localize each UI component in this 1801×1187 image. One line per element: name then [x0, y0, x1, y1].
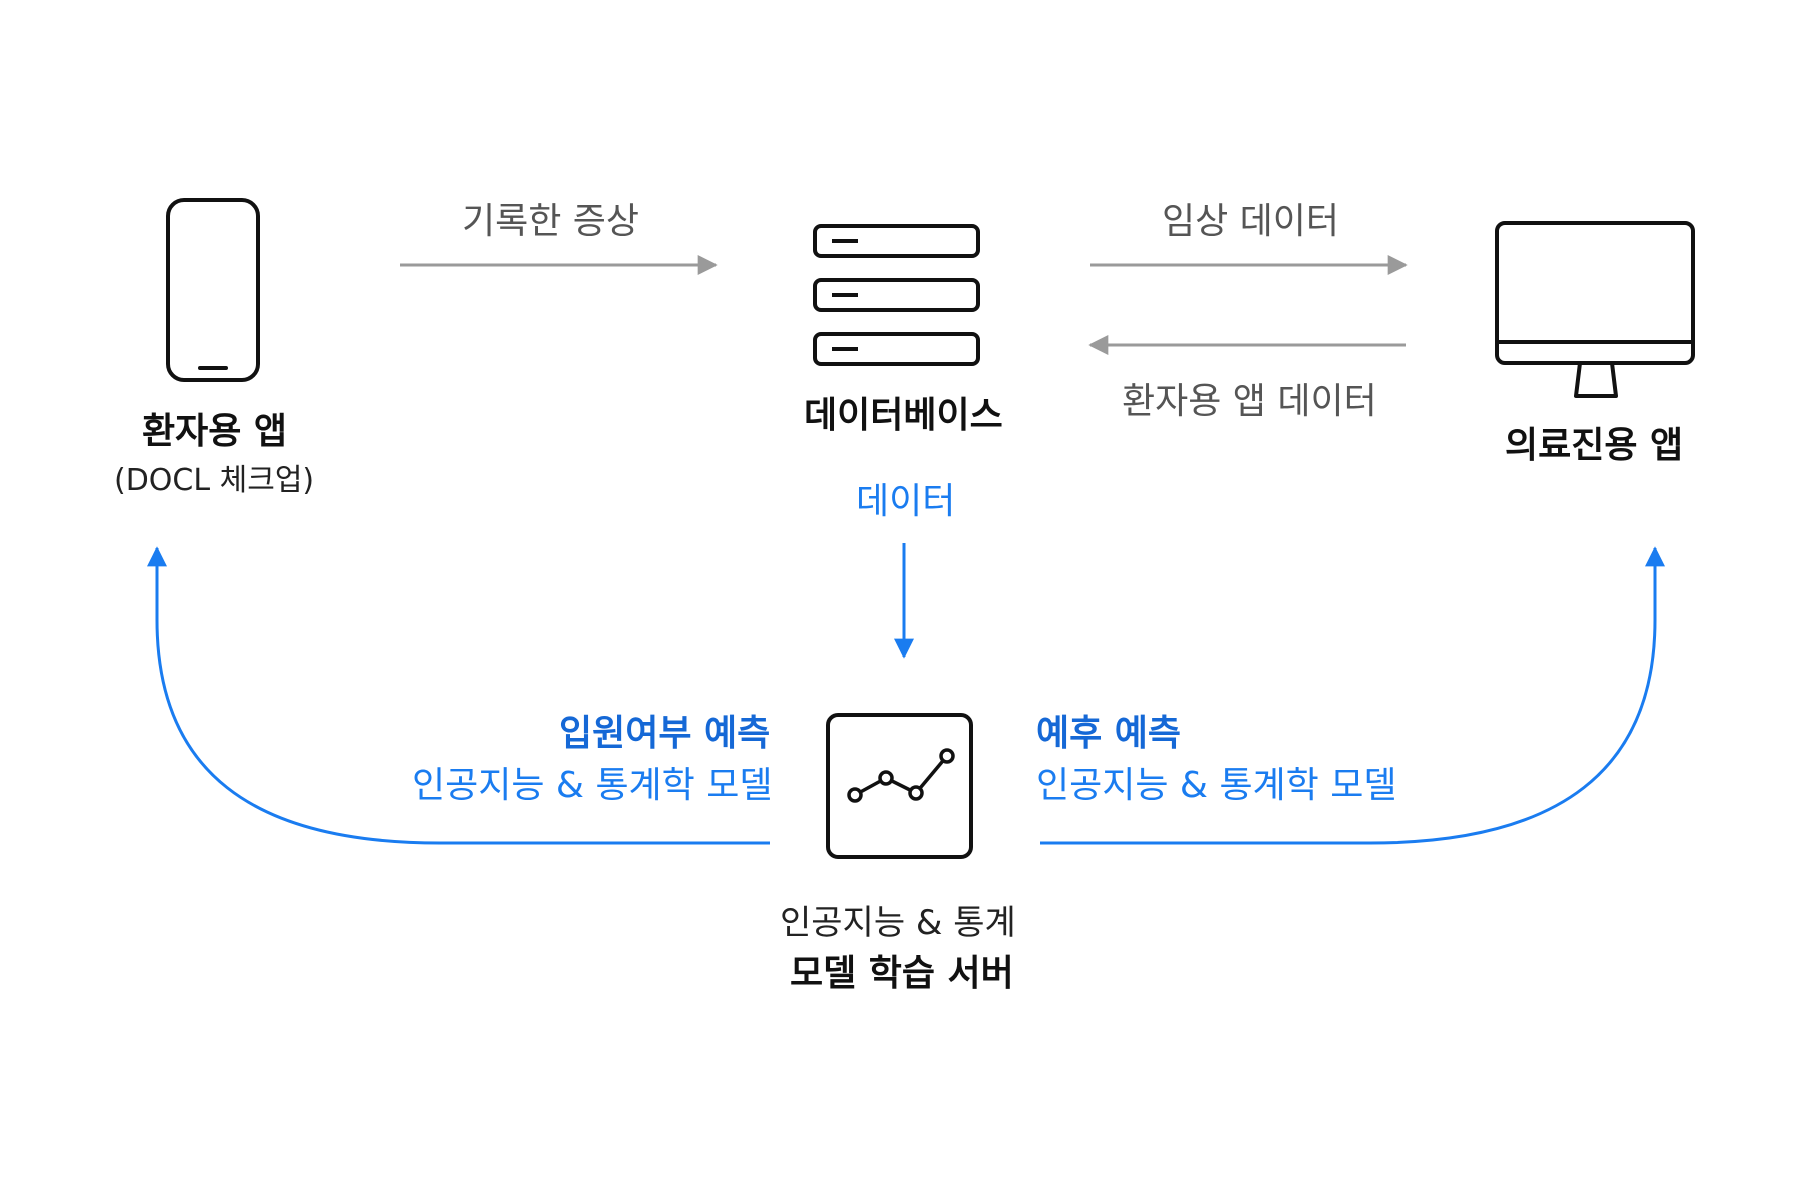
label-recorded-symptoms: 기록한 증상: [462, 201, 640, 242]
label-clinical-data: 임상 데이터: [1162, 201, 1340, 242]
server-title-line1: 인공지능 & 통계: [780, 903, 1016, 943]
label-patient-app-data: 환자용 앱 데이터: [1122, 381, 1377, 422]
medical-app-title: 의료진용 앱: [1505, 425, 1684, 466]
patient-app-title: 환자용 앱: [142, 411, 288, 452]
desktop-monitor-icon: [1495, 221, 1695, 398]
arrow-server-to-medical-app: [1040, 546, 1665, 845]
server-title-line2: 모델 학습 서버: [790, 953, 1014, 994]
label-admission-prediction: 입원여부 예측: [559, 713, 771, 754]
patient-app-subtitle: (DOCL 체크업): [114, 463, 315, 498]
smartphone-icon: [166, 198, 260, 382]
label-prognosis-model: 인공지능 & 통계학 모델: [1036, 765, 1397, 806]
label-prognosis-prediction: 예후 예측: [1036, 713, 1182, 754]
label-admission-model: 인공지능 & 통계학 모델: [412, 765, 773, 806]
label-data: 데이터: [856, 481, 956, 522]
database-server-icon: [813, 224, 980, 366]
arrow-server-to-patient-app: [147, 546, 770, 845]
line-chart-icon: [826, 713, 973, 859]
database-title: 데이터베이스: [804, 395, 1003, 436]
